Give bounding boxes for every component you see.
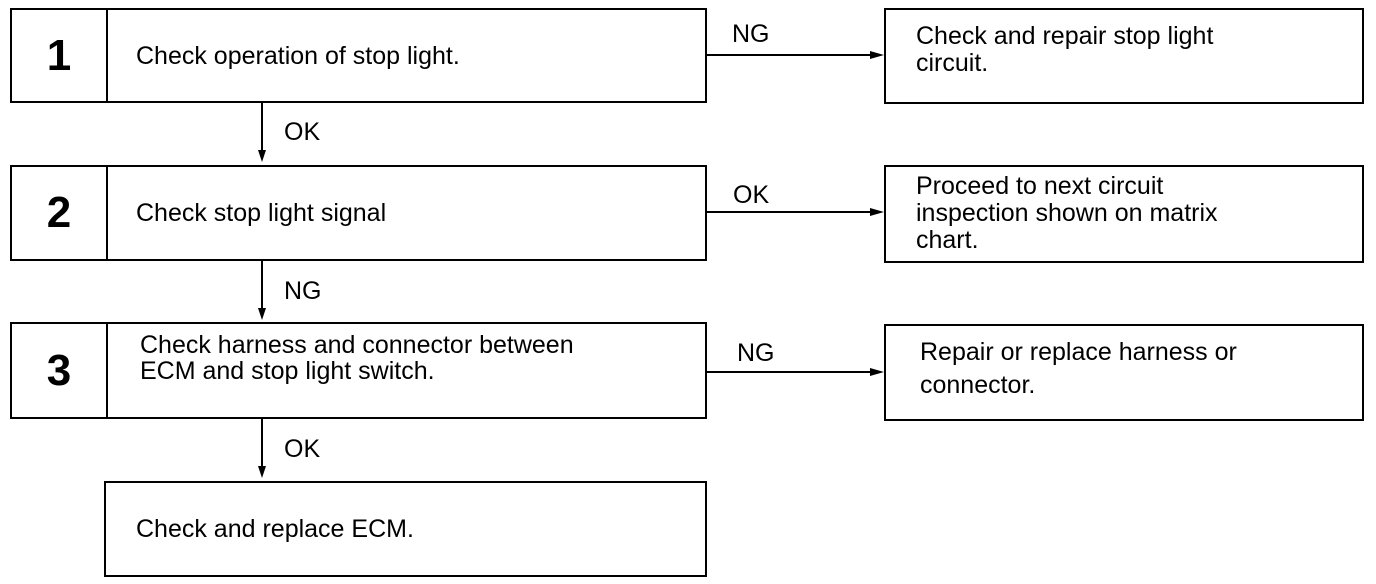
outcome-box-3: Repair or replace harness or connector. [884, 324, 1364, 421]
side-label-1: NG [732, 20, 770, 48]
down-arrow-3 [258, 418, 266, 478]
final-step-box: Check and replace ECM. [104, 481, 707, 577]
step-text-2: Check stop light signal [136, 199, 387, 227]
side-arrow-1 [706, 51, 884, 59]
down-arrow-1 [258, 102, 266, 162]
outcome-text-2: Proceed to next circuit inspection shown… [916, 172, 1218, 254]
final-step-text: Check and replace ECM. [136, 514, 414, 543]
step-number-1: 1 [12, 10, 108, 101]
step-text-3: Check harness and connector between ECM … [140, 331, 574, 385]
outcome-text-3: Repair or replace harness or connector. [920, 338, 1237, 399]
side-arrow-2 [706, 208, 884, 216]
step-box-3: 3 Check harness and connector between EC… [10, 322, 707, 419]
side-label-3: NG [737, 339, 775, 367]
down-arrow-2 [258, 261, 266, 320]
step-box-2: 2 Check stop light signal [10, 165, 707, 261]
step-number-3: 3 [12, 324, 108, 417]
side-label-2: OK [733, 181, 770, 209]
down-label-2: NG [284, 277, 322, 305]
outcome-box-2: Proceed to next circuit inspection shown… [884, 165, 1364, 263]
outcome-box-1: Check and repair stop light circuit. [884, 8, 1364, 104]
outcome-text-1: Check and repair stop light circuit. [916, 22, 1214, 77]
step-number-2: 2 [12, 167, 108, 259]
down-label-3: OK [284, 435, 321, 463]
down-label-1: OK [284, 118, 321, 146]
step-text-1: Check operation of stop light. [136, 41, 460, 70]
side-arrow-3 [706, 368, 884, 376]
step-box-1: 1 Check operation of stop light. [10, 8, 707, 103]
